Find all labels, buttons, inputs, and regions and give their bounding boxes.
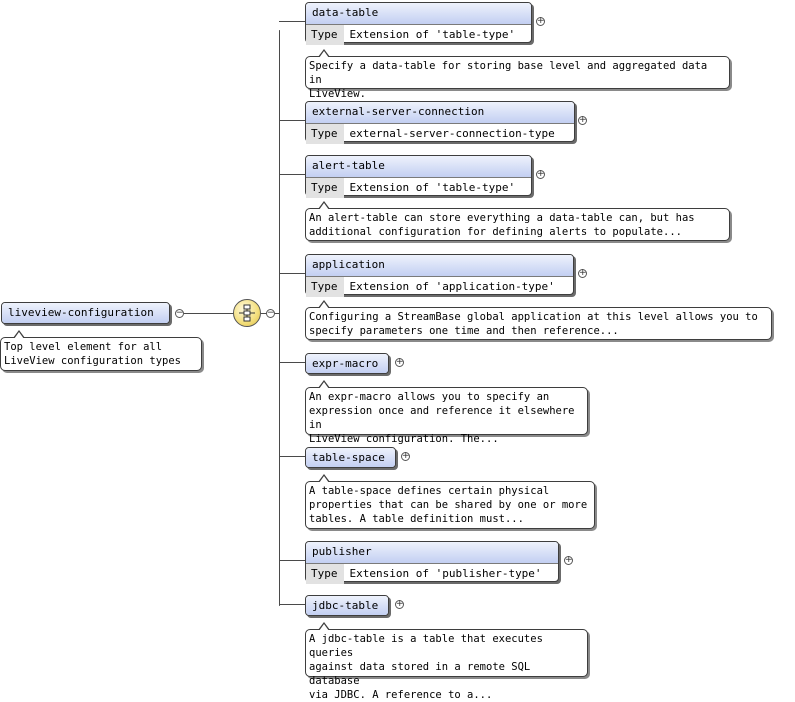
branch-line — [279, 273, 305, 274]
element-name: data-table — [306, 3, 531, 24]
element-name: external-server-connection — [306, 102, 574, 123]
branch-line — [279, 21, 305, 22]
type-label: Type — [306, 277, 344, 297]
plus-circle-icon[interactable]: + — [578, 268, 587, 278]
type-value: external-server-connection-type — [349, 127, 555, 140]
type-row: Type Extension of 'application-type' — [306, 276, 573, 297]
trunk-line — [279, 30, 280, 606]
doc-note: An expr-macro allows you to specify an e… — [305, 380, 588, 445]
doc-note: Configuring a StreamBase global applicat… — [305, 300, 772, 340]
type-label: Type — [306, 564, 344, 584]
doc-note: A table-space defines certain physical p… — [305, 474, 595, 529]
root-element-box[interactable]: liveview-configuration — [1, 302, 170, 324]
root-element-name: liveview-configuration — [2, 303, 169, 323]
doc-note: A jdbc-table is a table that executes qu… — [305, 622, 588, 701]
plus-circle-icon[interactable]: + — [401, 451, 410, 461]
type-value: Extension of 'table-type' — [349, 181, 516, 194]
element-box-publisher[interactable]: publisher Type Extension of 'publisher-t… — [305, 541, 559, 584]
element-box-application[interactable]: application Type Extension of 'applicati… — [305, 254, 574, 297]
element-box-alert-table[interactable]: alert-table Type Extension of 'table-typ… — [305, 155, 532, 198]
element-name: application — [306, 255, 573, 276]
element-name: expr-macro — [306, 354, 388, 373]
schema-diagram: liveview-configuration − Top level eleme… — [0, 2, 772, 701]
branch-line — [279, 560, 305, 561]
element-box-table-space[interactable]: table-space — [305, 447, 396, 468]
branch-line — [279, 174, 305, 175]
element-box-jdbc-table[interactable]: jdbc-table — [305, 595, 389, 616]
element-box-expr-macro[interactable]: expr-macro — [305, 353, 389, 374]
minus-circle-icon[interactable]: − — [266, 308, 275, 318]
branch-line — [279, 456, 305, 457]
type-row: Type Extension of 'table-type' — [306, 177, 531, 198]
type-value: Extension of 'table-type' — [349, 28, 516, 41]
root-doc-note: Top level element for all LiveView confi… — [0, 330, 202, 371]
doc-note: An alert-table can store everything a da… — [305, 201, 730, 241]
type-value: Extension of 'application-type' — [349, 280, 555, 293]
doc-note: Specify a data-table for storing base le… — [305, 49, 730, 100]
plus-circle-icon[interactable]: + — [395, 599, 404, 609]
element-name: alert-table — [306, 156, 531, 177]
type-label: Type — [306, 25, 344, 45]
branch-line — [279, 120, 305, 121]
plus-circle-icon[interactable]: + — [578, 115, 587, 125]
root-connector-line — [184, 313, 234, 314]
type-label: Type — [306, 124, 344, 144]
plus-circle-icon[interactable]: + — [564, 555, 573, 565]
element-box-data-table[interactable]: data-table Type Extension of 'table-type… — [305, 2, 532, 45]
plus-circle-icon[interactable]: + — [536, 169, 545, 179]
element-box-external-server-connection[interactable]: external-server-connection Type external… — [305, 101, 575, 144]
plus-circle-icon[interactable]: + — [536, 16, 545, 26]
plus-circle-icon[interactable]: + — [395, 357, 404, 367]
type-row: Type Extension of 'publisher-type' — [306, 563, 558, 584]
type-row: Type external-server-connection-type — [306, 123, 574, 144]
type-row: Type Extension of 'table-type' — [306, 24, 531, 45]
sequence-compositor-icon[interactable] — [233, 299, 261, 327]
branch-line — [279, 604, 305, 605]
type-label: Type — [306, 178, 344, 198]
element-name: jdbc-table — [306, 596, 388, 615]
branch-line — [279, 362, 305, 363]
minus-circle-icon[interactable]: − — [175, 308, 184, 318]
type-value: Extension of 'publisher-type' — [349, 567, 542, 580]
element-name: publisher — [306, 542, 558, 563]
element-name: table-space — [306, 448, 395, 467]
